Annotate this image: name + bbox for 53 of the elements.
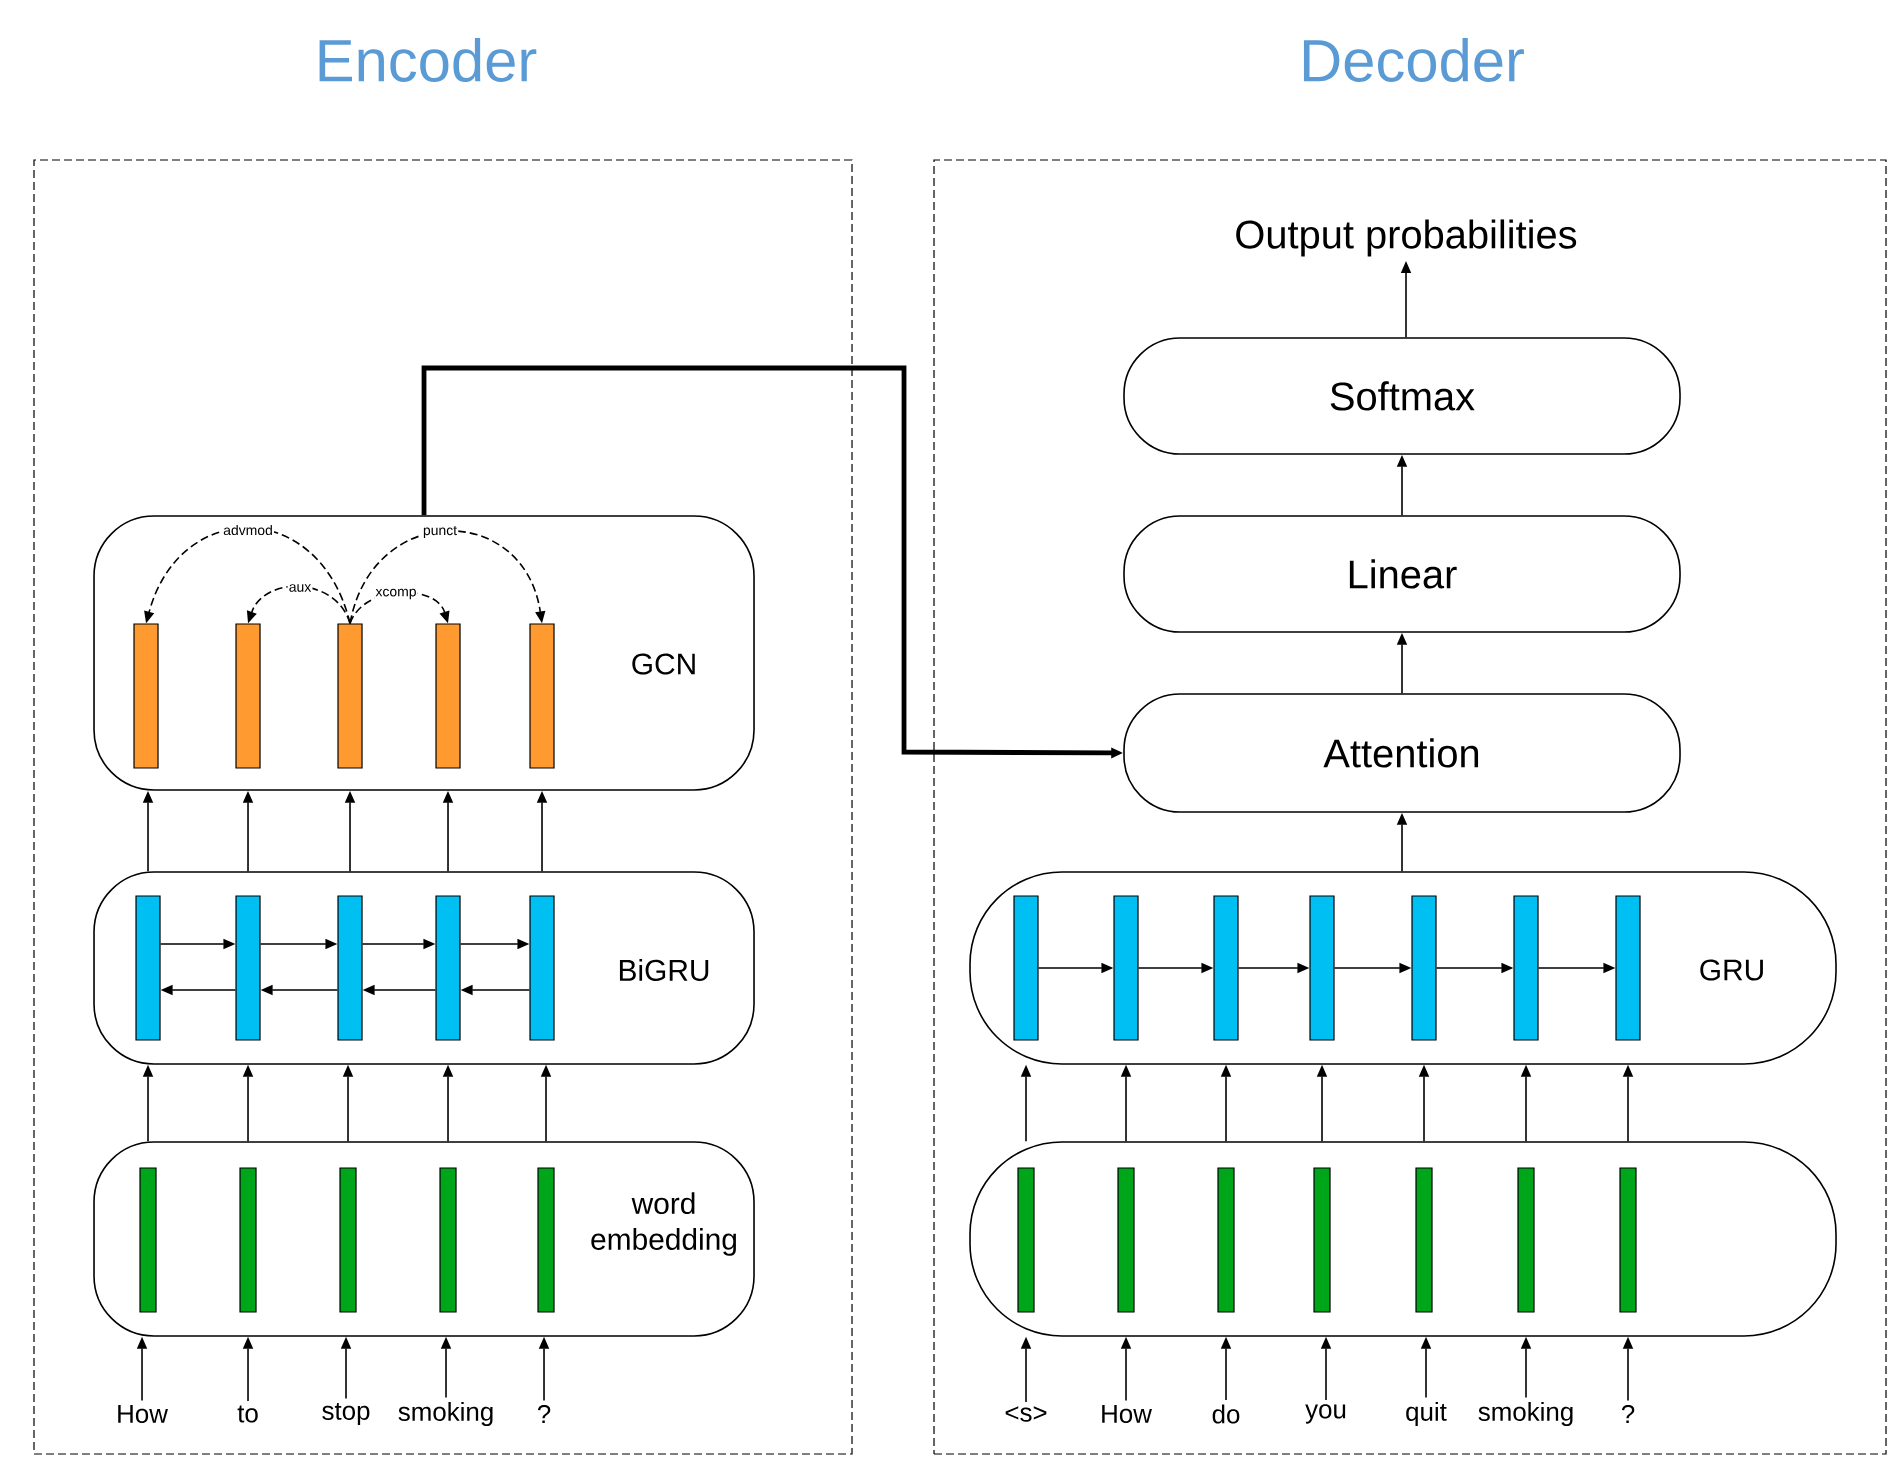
node-label: Encoder bbox=[319, 38, 537, 82]
vector-bar bbox=[529, 623, 555, 769]
vector-bar bbox=[1117, 1167, 1135, 1313]
layer-box: BiGRU bbox=[93, 871, 755, 1065]
vector-bar bbox=[135, 895, 161, 1041]
vector-bar bbox=[1013, 895, 1039, 1041]
input-word: quit bbox=[1406, 1401, 1447, 1427]
dependency-arc bbox=[349, 530, 546, 625]
vector-bar bbox=[139, 1167, 157, 1313]
input-word: <s> bbox=[1005, 1406, 1047, 1422]
vector-bar bbox=[337, 623, 363, 769]
layer-box: GRU bbox=[969, 871, 1837, 1065]
input-word: you bbox=[1305, 1404, 1346, 1424]
vector-bar bbox=[133, 623, 159, 769]
vector-bar bbox=[1213, 895, 1239, 1041]
vector-bar bbox=[1619, 1167, 1637, 1313]
vector-bar bbox=[1411, 895, 1437, 1041]
vector-bar bbox=[337, 895, 363, 1041]
vector-bar bbox=[339, 1167, 357, 1313]
node-label: Decoder bbox=[1303, 38, 1524, 82]
vector-bar bbox=[435, 623, 461, 769]
input-word: smoking bbox=[398, 1401, 493, 1427]
input-word: ? bbox=[1621, 1404, 1635, 1424]
vector-bar bbox=[1017, 1167, 1035, 1313]
input-word: How bbox=[118, 1404, 168, 1423]
vector-bar bbox=[1113, 895, 1139, 1041]
layer-box: Softmax bbox=[1123, 337, 1681, 455]
vector-bar bbox=[1217, 1167, 1235, 1313]
input-word: smoking bbox=[1478, 1401, 1573, 1427]
vector-bar bbox=[1513, 895, 1539, 1041]
vector-bar bbox=[1415, 1167, 1433, 1313]
vector-bar bbox=[1313, 1167, 1331, 1313]
vector-bar bbox=[1309, 895, 1335, 1041]
vector-bar bbox=[1517, 1167, 1535, 1313]
vector-bar bbox=[235, 623, 261, 769]
vector-bar bbox=[537, 1167, 555, 1313]
dependency-arc bbox=[349, 591, 450, 625]
vector-bar bbox=[435, 895, 461, 1041]
vector-bar bbox=[439, 1167, 457, 1313]
layer-box: word embedding bbox=[93, 1141, 755, 1337]
input-word: ? bbox=[537, 1404, 551, 1424]
vector-bar bbox=[239, 1167, 257, 1313]
input-word: to bbox=[237, 1405, 258, 1423]
output-label: Output probabilities bbox=[1236, 219, 1577, 257]
input-word: stop bbox=[322, 1402, 370, 1426]
vector-bar bbox=[235, 895, 261, 1041]
layer-box: Linear bbox=[1123, 515, 1681, 633]
layer-box: Attention bbox=[1123, 693, 1681, 813]
vector-bar bbox=[1615, 895, 1641, 1041]
input-word: do bbox=[1212, 1404, 1240, 1424]
input-word: How bbox=[1102, 1404, 1152, 1423]
vector-bar bbox=[529, 895, 555, 1041]
layer-box bbox=[969, 1141, 1837, 1337]
